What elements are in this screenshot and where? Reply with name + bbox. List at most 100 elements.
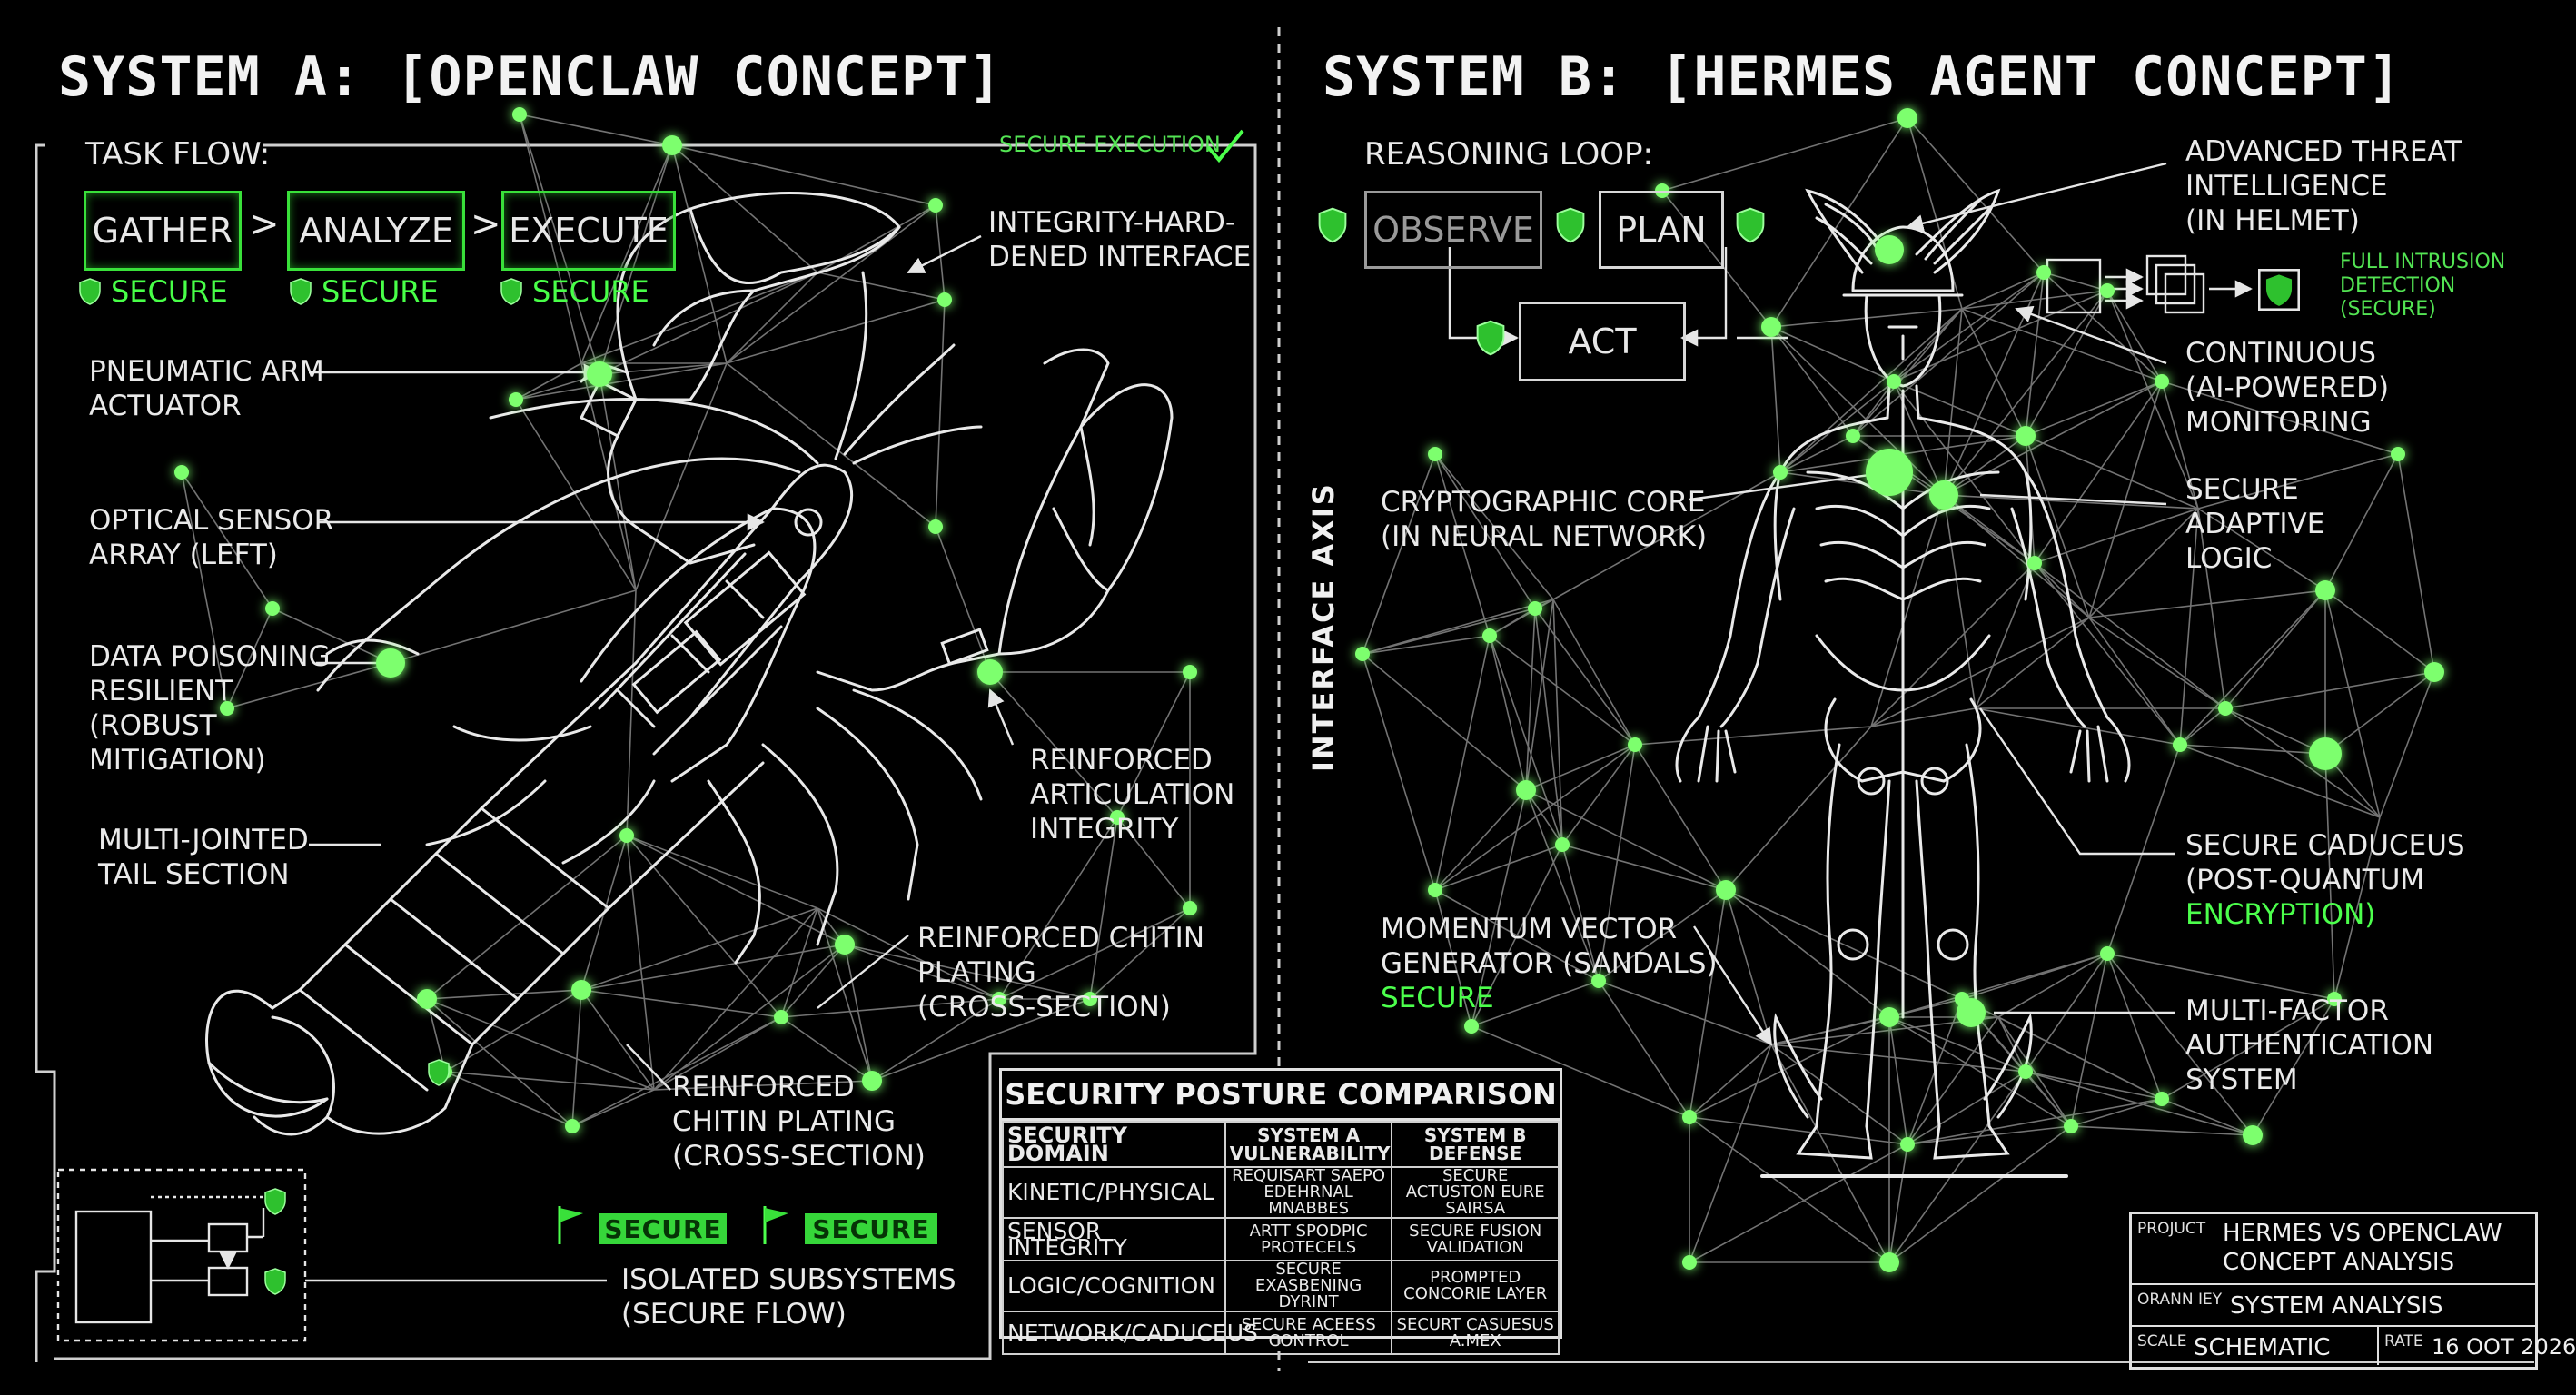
network-link <box>515 399 637 591</box>
network-link <box>871 998 1000 1082</box>
step-execute[interactable]: EXECUTE <box>501 191 676 271</box>
network-link <box>2025 1071 2163 1100</box>
security-posture-table: SECURITY POSTURE COMPARISON SECURITY DOM… <box>999 1068 1562 1355</box>
shield-icon <box>79 278 101 305</box>
network-node <box>2391 447 2405 461</box>
network-link <box>1689 1044 1772 1118</box>
network-link <box>2197 453 2399 510</box>
posture-cell: SECURE EXASBENING DYRINT <box>1224 1260 1393 1312</box>
network-node <box>662 135 682 155</box>
shield-icon <box>500 278 522 305</box>
network-link <box>2034 562 2181 746</box>
network-link <box>2179 707 2226 746</box>
network-link <box>935 526 991 673</box>
step-gather[interactable]: GATHER <box>84 191 242 271</box>
network-link <box>1975 617 2090 709</box>
flow-arrow-icon: > <box>471 203 501 245</box>
network-link <box>671 144 818 273</box>
step-analyze-label: ANALYZE <box>299 211 453 251</box>
network-link <box>599 272 818 375</box>
network-link <box>1434 889 1472 1027</box>
network-node <box>1110 810 1125 825</box>
posture-cell: KINETIC/PHYSICAL <box>1002 1166 1226 1219</box>
network-node <box>1879 1007 1899 1027</box>
network-link <box>426 989 582 1000</box>
network-link <box>1489 635 1563 846</box>
glow-core <box>376 648 405 678</box>
network-link <box>1893 308 1963 382</box>
network-link <box>1893 272 2045 382</box>
network-link <box>519 114 582 364</box>
network-link <box>2179 744 2326 755</box>
network-link <box>2106 290 2199 510</box>
network-link <box>1434 744 1636 891</box>
network-node <box>2173 737 2187 752</box>
network-link <box>1770 326 1895 382</box>
network-link <box>519 114 600 375</box>
network-link <box>1598 744 1636 982</box>
network-link <box>1434 453 1491 637</box>
posture-cell: REQUISART SAEPO EDEHRNAL MNABBES <box>1224 1166 1393 1219</box>
network-link <box>2025 435 2090 618</box>
posture-cell: PROMPTED CONCORIE LAYER <box>1391 1260 1560 1312</box>
network-link <box>935 299 946 528</box>
network-node <box>2424 662 2444 682</box>
network-link <box>2088 589 2326 618</box>
network-link <box>2224 707 2326 755</box>
network-link <box>1907 1016 1999 1145</box>
label-cryptographic-core: CRYPTOGRAPHIC CORE(IN NEURAL NETWORK) <box>1381 486 1708 553</box>
network-link <box>1997 1016 2026 1073</box>
step-gather-label: GATHER <box>92 211 233 251</box>
loop-plan[interactable]: PLAN <box>1599 191 1724 269</box>
network-link <box>998 907 1191 1000</box>
network-link <box>780 907 818 1018</box>
posture-cell: SECURT CASUESUS A.MEX <box>1391 1311 1560 1355</box>
network-link <box>1689 1116 1908 1145</box>
network-node <box>1628 737 1642 752</box>
network-link <box>1525 789 1600 982</box>
network-link <box>1534 608 1563 846</box>
shield-icon <box>264 1188 286 1215</box>
network-link <box>571 1016 782 1127</box>
network-link <box>817 907 873 1082</box>
network-link <box>1434 789 1527 891</box>
network-link <box>1089 907 1191 1000</box>
network-link <box>2161 381 2199 510</box>
shield-icon <box>2258 269 2300 311</box>
table-row: LOGIC/COGNITION SECURE EXASBENING DYRINT… <box>1002 1260 1560 1312</box>
network-link <box>1770 326 1854 437</box>
label-isolated-subsystems: ISOLATED SUBSYSTEMS(SECURE FLOW) <box>621 1263 956 1331</box>
network-node <box>1482 628 1497 643</box>
flag-icon <box>558 1206 583 1244</box>
network-link <box>2179 508 2199 746</box>
network-node <box>2155 374 2169 389</box>
flag-secure-2: SECURE <box>805 1213 937 1244</box>
network-link <box>2088 508 2199 618</box>
loop-act[interactable]: ACT <box>1519 302 1686 381</box>
network-link <box>1870 707 1977 727</box>
loop-observe[interactable]: OBSERVE <box>1364 191 1542 269</box>
network-node <box>1083 992 1097 1006</box>
shield-icon <box>1318 207 1347 243</box>
network-link <box>2252 998 2335 1136</box>
network-link <box>1362 635 1491 655</box>
network-link <box>626 835 655 1091</box>
shield-icon <box>428 1059 450 1086</box>
network-link <box>515 362 728 401</box>
network-link <box>1634 726 1872 746</box>
network-link <box>580 144 673 364</box>
network-nodes-b <box>376 108 2444 1272</box>
network-link <box>1770 326 1945 496</box>
network-link <box>2034 508 2199 564</box>
step-analyze[interactable]: ANALYZE <box>287 191 465 271</box>
network-link <box>580 944 846 991</box>
network-link <box>2043 272 2163 382</box>
glow-core <box>1875 235 1904 264</box>
network-link <box>2088 617 2181 746</box>
